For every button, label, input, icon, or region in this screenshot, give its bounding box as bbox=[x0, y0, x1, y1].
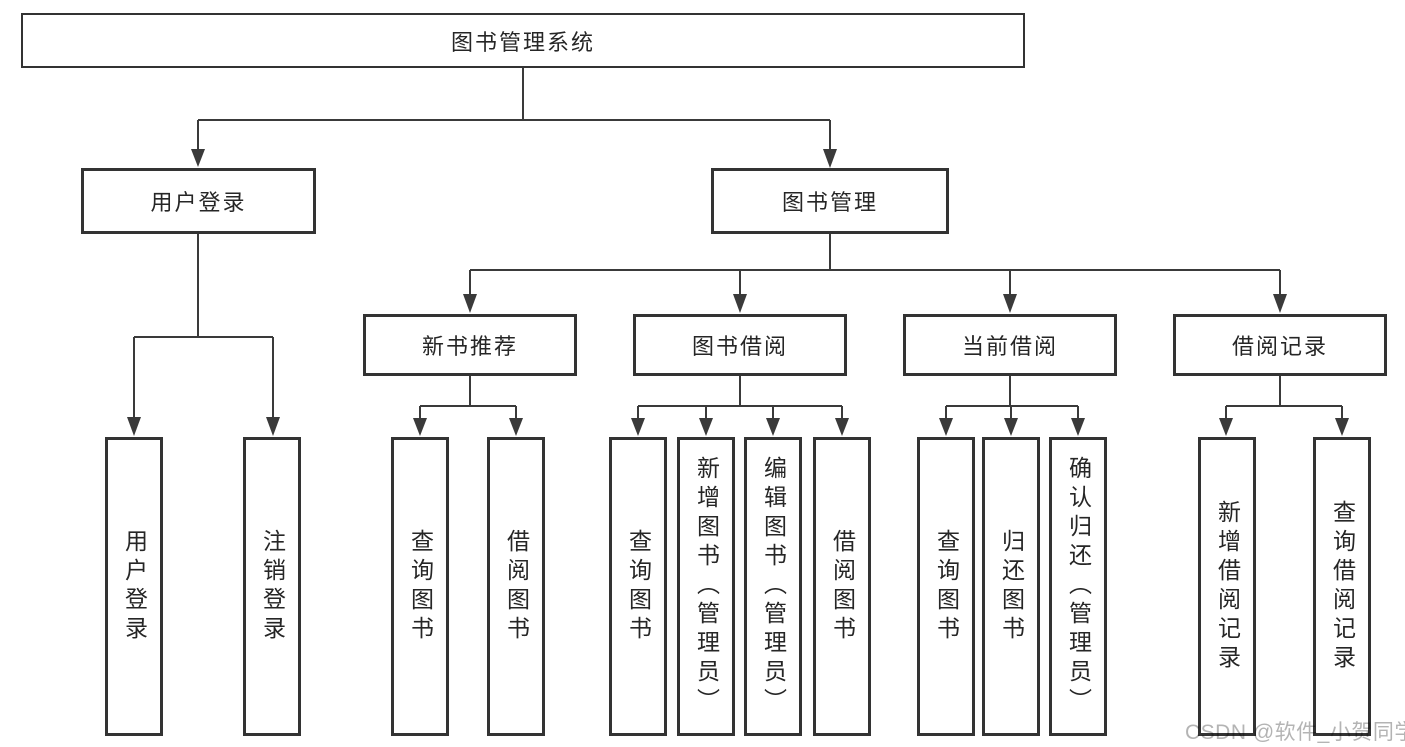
node-label: 用户登录 bbox=[121, 528, 148, 645]
arrowhead-icon bbox=[766, 418, 780, 436]
node-label: 借阅图书 bbox=[503, 528, 530, 645]
node-library-management-system: 图书管理系统 bbox=[21, 13, 1025, 68]
csdn-watermark: CSDN @软件_小贺同学 bbox=[1185, 721, 1405, 744]
node-label: 编辑图书（管理员） bbox=[760, 456, 787, 717]
node-book-management: 图书管理 bbox=[711, 168, 949, 234]
node-label: 归还图书 bbox=[998, 528, 1025, 645]
arrowhead-icon bbox=[1004, 418, 1018, 436]
node-label: 新增借阅记录 bbox=[1214, 499, 1241, 674]
leaf-add-borrow-record: 新增借阅记录 bbox=[1198, 437, 1256, 736]
arrowhead-icon bbox=[1335, 418, 1349, 436]
node-label: 图书管理系统 bbox=[450, 29, 595, 55]
leaf-edit-books-admin: 编辑图书（管理员） bbox=[744, 437, 802, 736]
leaf-confirm-return-admin: 确认归还（管理员） bbox=[1049, 437, 1107, 736]
leaf-logout: 注销登录 bbox=[243, 437, 301, 736]
arrowhead-icon bbox=[939, 418, 953, 436]
node-label: 确认归还（管理员） bbox=[1065, 456, 1092, 717]
arrowhead-icon bbox=[1071, 418, 1085, 436]
node-label: 借阅图书 bbox=[829, 528, 856, 645]
leaf-add-books-admin: 新增图书（管理员） bbox=[677, 437, 735, 736]
leaf-user-login: 用户登录 bbox=[105, 437, 163, 736]
node-label: 查询图书 bbox=[625, 528, 652, 645]
node-label: 注销登录 bbox=[259, 528, 286, 645]
leaf-return-books: 归还图书 bbox=[982, 437, 1040, 736]
node-label: 查询借阅记录 bbox=[1329, 499, 1356, 674]
arrowhead-icon bbox=[1003, 294, 1017, 313]
arrowhead-icon bbox=[191, 149, 205, 167]
arrowhead-icon bbox=[823, 149, 837, 168]
node-label: 借阅记录 bbox=[1231, 334, 1328, 359]
node-new-book-recommend: 新书推荐 bbox=[363, 314, 577, 376]
arrowhead-icon bbox=[463, 294, 477, 313]
arrowhead-icon bbox=[631, 418, 645, 436]
node-label: 新增图书（管理员） bbox=[693, 456, 720, 717]
node-label: 图书管理 bbox=[781, 190, 878, 215]
node-label: 查询图书 bbox=[407, 528, 434, 645]
arrowhead-icon bbox=[835, 418, 849, 436]
node-current-borrow: 当前借阅 bbox=[903, 314, 1117, 376]
leaf-query-books-current: 查询图书 bbox=[917, 437, 975, 736]
leaf-query-borrow-record: 查询借阅记录 bbox=[1313, 437, 1371, 736]
arrowhead-icon bbox=[413, 418, 427, 436]
node-label: 图书借阅 bbox=[691, 334, 788, 359]
arrowhead-icon bbox=[127, 417, 141, 436]
node-label: 新书推荐 bbox=[421, 334, 518, 359]
leaf-query-books-recommend: 查询图书 bbox=[391, 437, 449, 736]
arrowhead-icon bbox=[699, 418, 713, 436]
node-label: 查询图书 bbox=[933, 528, 960, 645]
node-user-login: 用户登录 bbox=[81, 168, 316, 234]
node-borrow-records: 借阅记录 bbox=[1173, 314, 1387, 376]
arrowhead-icon bbox=[1219, 418, 1233, 436]
leaf-query-books-borrow: 查询图书 bbox=[609, 437, 667, 736]
leaf-borrow-books: 借阅图书 bbox=[813, 437, 871, 736]
leaf-borrow-books-recommend: 借阅图书 bbox=[487, 437, 545, 736]
arrowhead-icon bbox=[1273, 294, 1287, 313]
arrowhead-icon bbox=[509, 418, 523, 436]
node-label: 用户登录 bbox=[150, 190, 247, 215]
node-label: 当前借阅 bbox=[961, 334, 1058, 359]
arrowhead-icon bbox=[733, 294, 747, 313]
node-book-borrow: 图书借阅 bbox=[633, 314, 847, 376]
arrowhead-icon bbox=[266, 417, 280, 436]
